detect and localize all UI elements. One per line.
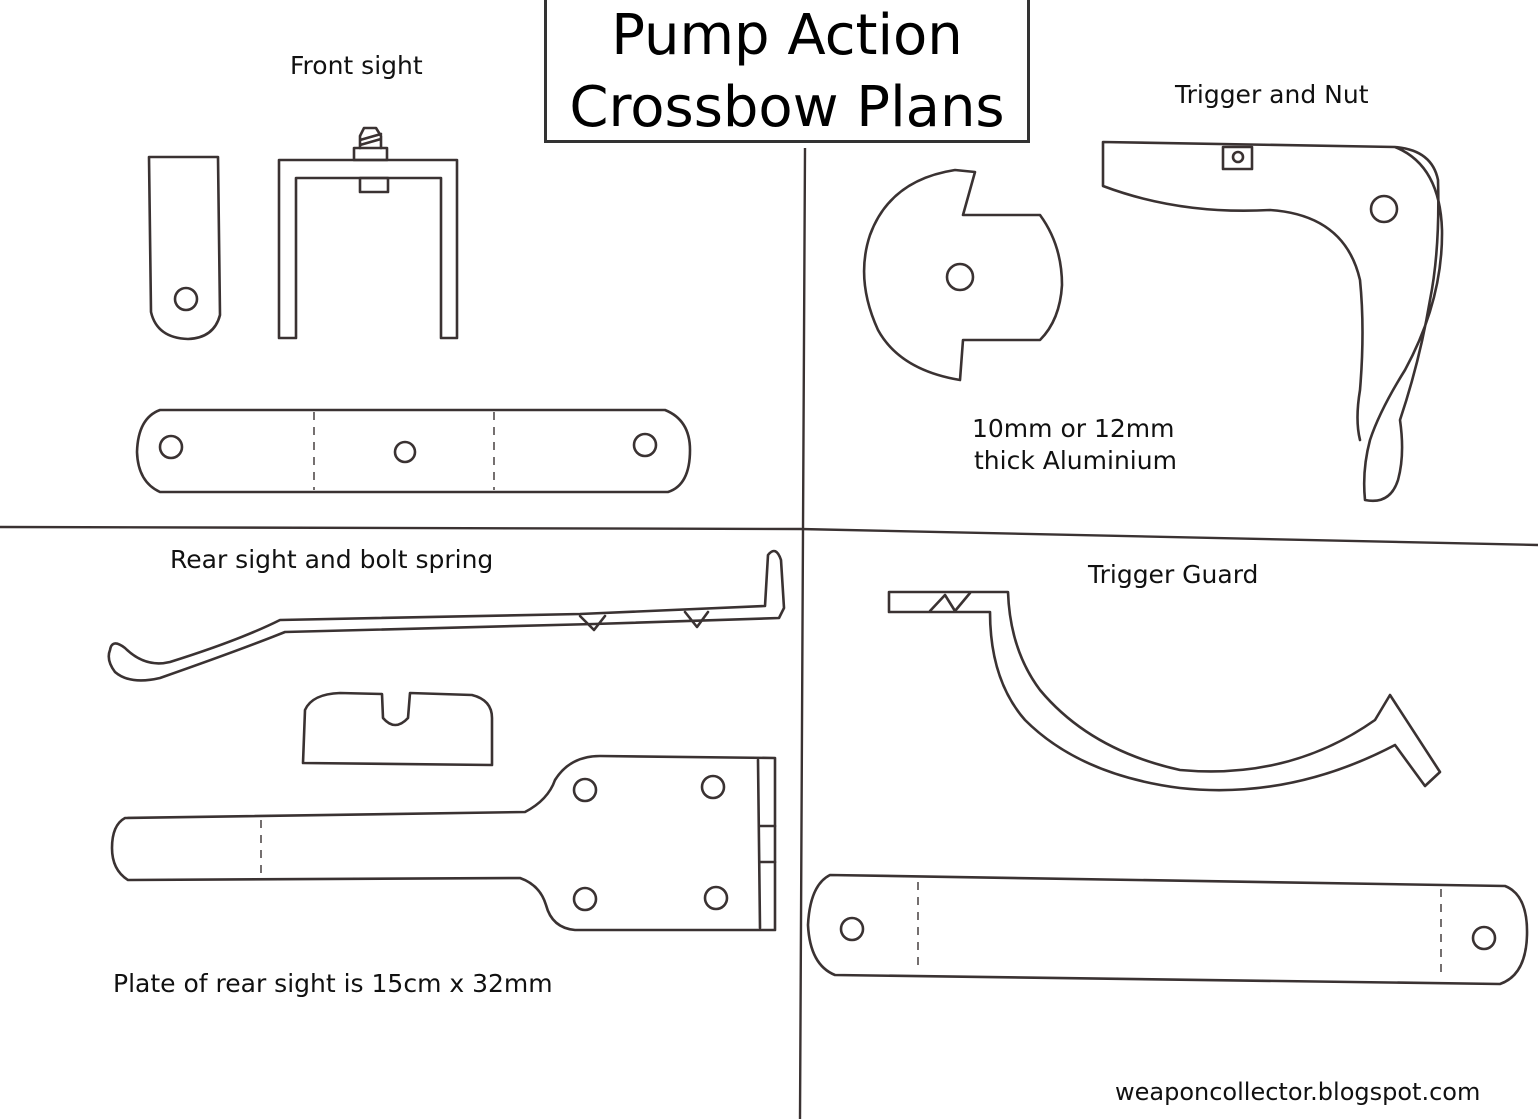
rear-sight-label: Rear sight and bolt spring xyxy=(170,545,494,574)
front-sight-screw-inner xyxy=(358,176,390,194)
front-sight-post xyxy=(147,155,222,341)
material-label-line-2: thick Aluminium xyxy=(974,446,1177,475)
rear-sight-plate xyxy=(110,754,777,932)
front-sight-post-hole xyxy=(173,286,199,312)
rear-plate-hole-2 xyxy=(700,774,726,800)
rear-sight-group xyxy=(107,549,786,932)
trigger-group xyxy=(1101,140,1444,503)
front-sight-bracket xyxy=(277,158,459,340)
bolt-spring-notch-1 xyxy=(578,614,607,632)
title-box: Pump Action Crossbow Plans xyxy=(544,0,1030,143)
rear-plate-hole-3 xyxy=(572,886,598,912)
plate-note-label: Plate of rear sight is 15cm x 32mm xyxy=(113,969,553,998)
rear-plate-end-edge xyxy=(756,758,762,930)
title-line-1: Pump Action xyxy=(611,3,963,68)
rear-sight-blade xyxy=(301,691,494,767)
front-sight-label: Front sight xyxy=(290,51,423,80)
rear-plate-hole-4 xyxy=(703,885,729,911)
nut-group xyxy=(862,168,1064,382)
nut-shape xyxy=(862,168,1064,382)
trigger-guard-crack xyxy=(928,591,972,613)
front-sight-group xyxy=(135,126,692,494)
trigger-slot xyxy=(1221,145,1254,171)
front-base-hole-left xyxy=(158,434,184,460)
trigger-and-nut-label: Trigger and Nut xyxy=(1175,80,1369,109)
vertical-divider xyxy=(798,147,807,1119)
front-base-hole-middle xyxy=(393,440,417,464)
trigger-pivot-hole xyxy=(1369,194,1399,224)
nut-pivot-hole xyxy=(945,262,975,292)
guard-plate-hole-left xyxy=(839,916,865,942)
rear-plate-hole-1 xyxy=(572,777,598,803)
front-sight-screw-base xyxy=(352,146,389,162)
trigger-guard-plate xyxy=(806,873,1529,986)
front-sight-screw-icon xyxy=(358,126,383,150)
bolt-spring-notch-2 xyxy=(683,610,710,629)
bolt-spring xyxy=(107,549,786,682)
trigger-guard-group xyxy=(887,590,1442,792)
trigger-slot-hole xyxy=(1231,150,1245,164)
front-base-hole-right xyxy=(632,432,658,458)
website-footer: weaponcollector.blogspot.com xyxy=(1115,1078,1481,1106)
title-line-2: Crossbow Plans xyxy=(569,75,1005,140)
trigger-guard-plate-group xyxy=(806,873,1529,986)
guard-plate-hole-right xyxy=(1471,925,1497,951)
material-label-line-1: 10mm or 12mm xyxy=(972,414,1175,443)
trigger-guard-label: Trigger Guard xyxy=(1088,560,1259,589)
horizontal-divider xyxy=(0,525,1538,547)
trigger-guard xyxy=(887,590,1442,792)
front-sight-base-plate xyxy=(135,408,692,494)
trigger-shape xyxy=(1101,140,1444,503)
